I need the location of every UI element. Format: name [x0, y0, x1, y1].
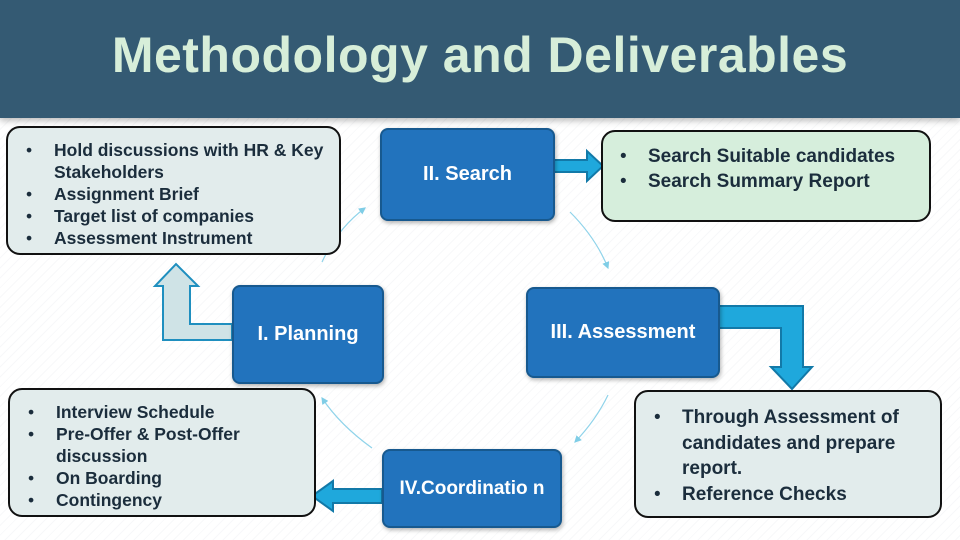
stage-search-label: II. Search: [423, 163, 512, 185]
stage-assessment: III. Assessment: [526, 287, 720, 378]
stage-planning-label: I. Planning: [257, 323, 359, 345]
list-item: Pre-Offer & Post-Offer discussion: [28, 423, 304, 467]
arrow-coordination-left: [310, 479, 383, 513]
stage-assessment-label: III. Assessment: [550, 321, 696, 343]
deliverables-assessment: Through Assessment of candidates and pre…: [634, 390, 942, 518]
list-item: Assessment Instrument: [26, 227, 327, 249]
list-item: Search Summary Report: [620, 169, 917, 194]
stage-search: II. Search: [380, 128, 555, 221]
arrow-planning-up: [152, 262, 233, 341]
arrow-assessment-down: [717, 305, 815, 391]
title-bar: Methodology and Deliverables: [0, 0, 960, 118]
list-item: Assignment Brief: [26, 183, 327, 205]
deliverables-coordination-list: Interview Schedule Pre-Offer & Post-Offe…: [28, 401, 304, 511]
list-item: Contingency: [28, 489, 304, 511]
cycle-connector-assessment-coordination: [574, 394, 609, 443]
list-item: Hold discussions with HR & Key Stakehold…: [26, 139, 327, 183]
arrow-search-right: [552, 148, 605, 184]
slide-title: Methodology and Deliverables: [111, 27, 849, 83]
list-item: Search Suitable candidates: [620, 144, 917, 169]
list-item: Reference Checks: [654, 482, 930, 508]
deliverables-planning-list: Hold discussions with HR & Key Stakehold…: [26, 139, 327, 249]
list-item: Target list of companies: [26, 205, 327, 227]
stage-coordination: IV.Coordinatio n: [382, 449, 562, 528]
cycle-connector-coordination-planning: [321, 397, 373, 449]
stage-coordination-label: IV.Coordinatio n: [399, 478, 545, 499]
list-item: On Boarding: [28, 467, 304, 489]
stage-planning: I. Planning: [232, 285, 384, 384]
cycle-connector-search-assessment: [569, 211, 610, 270]
deliverables-search: Search Suitable candidates Search Summar…: [601, 130, 931, 222]
deliverables-planning: Hold discussions with HR & Key Stakehold…: [6, 126, 341, 255]
deliverables-coordination: Interview Schedule Pre-Offer & Post-Offe…: [8, 388, 316, 517]
list-item: Interview Schedule: [28, 401, 304, 423]
list-item: Through Assessment of candidates and pre…: [654, 405, 930, 482]
deliverables-search-list: Search Suitable candidates Search Summar…: [620, 144, 917, 194]
deliverables-assessment-list: Through Assessment of candidates and pre…: [654, 405, 930, 508]
